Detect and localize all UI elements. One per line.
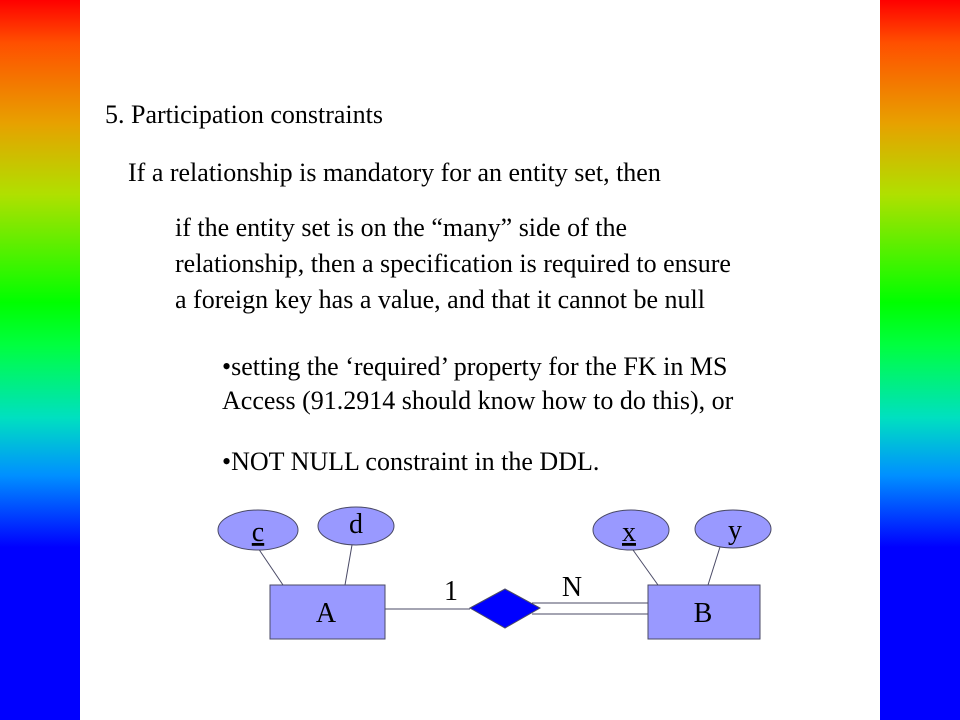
attribute-c-label: c xyxy=(252,517,264,548)
entity-a-label: A xyxy=(316,598,337,629)
bullet-line: •NOT NULL constraint in the DDL. xyxy=(222,447,600,476)
bullet-line: •setting the ‘required’ property for the… xyxy=(222,352,728,381)
attribute-y-label: y xyxy=(728,515,742,546)
cardinality-many: N xyxy=(562,572,582,603)
left-gradient-bar xyxy=(0,0,80,720)
cardinality-one: 1 xyxy=(444,576,458,607)
attr-line-d xyxy=(344,544,353,586)
paragraph-line: a foreign key has a value, and that it c… xyxy=(175,285,705,314)
attr-line-c xyxy=(257,547,284,586)
bullet-not-null: •NOT NULL constraint in the DDL. xyxy=(222,445,599,479)
paragraph-line: if the entity set is on the “many” side … xyxy=(175,213,627,242)
attribute-d-label: d xyxy=(349,509,363,540)
bullet-line: Access (91.2914 should know how to do th… xyxy=(222,386,734,415)
attribute-x-ellipse xyxy=(592,509,670,551)
entity-b-label: B xyxy=(694,598,713,629)
explanation-paragraph: if the entity set is on the “many” side … xyxy=(175,210,731,318)
attr-line-y xyxy=(707,546,721,586)
attribute-d-ellipse xyxy=(317,506,395,546)
slide-heading: 5. Participation constraints xyxy=(105,100,384,129)
relationship-diamond xyxy=(468,588,542,629)
entity-a-box xyxy=(269,584,386,640)
bullet-required-property: •setting the ‘required’ property for the… xyxy=(222,350,733,418)
entity-b-box xyxy=(647,584,761,640)
intro-text: If a relationship is mandatory for an en… xyxy=(128,158,661,187)
attribute-y-ellipse xyxy=(694,509,772,549)
right-gradient-bar xyxy=(880,0,960,720)
paragraph-line: relationship, then a specification is re… xyxy=(175,249,731,278)
attribute-x-label: x xyxy=(622,517,636,548)
attribute-c-ellipse xyxy=(217,509,299,551)
attr-line-x xyxy=(632,549,659,586)
